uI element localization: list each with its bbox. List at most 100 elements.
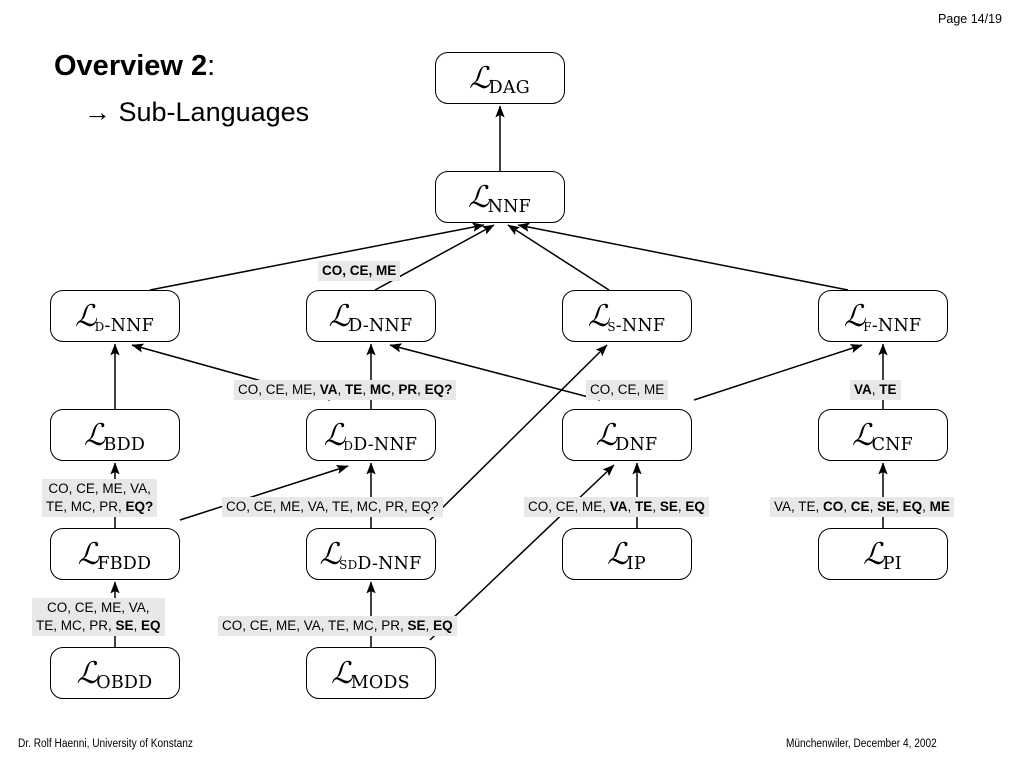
node-label: ℒBDD [83,418,146,454]
label-token: , [417,382,425,397]
page-title: Overview 2: [54,50,674,83]
label-sdDNNF-dDNNF: CO, CE, ME, VA, TE, MC, PR, EQ? [222,497,443,518]
node-label: ℒCNF [851,418,914,454]
label-token-emphasized: VA [854,382,872,397]
node-mods[interactable]: ℒMODS [306,647,436,699]
script-l-glyph: ℒ [83,418,106,453]
script-l-glyph: ℒ [469,61,491,96]
node-bdd[interactable]: ℒBDD [50,409,180,461]
node-dnf[interactable]: ℒDNF [562,409,692,461]
script-l-glyph: ℒ [468,180,490,215]
label-token-emphasized: CO, CE, ME [322,263,397,278]
label-token: TE, MC, PR, [46,499,126,515]
label-token-emphasized: TE [879,382,897,397]
footer-venue-date: Münchenwiler, December 4, 2002 [786,738,937,750]
node-label: ℒNNF [468,180,532,216]
label-token: CO, CE, ME, VA, [47,600,150,615]
edge-fbdd-dDNNF [179,465,349,521]
edge-mods-dnf [429,464,615,641]
node-label: ℒs-NNF [588,301,667,335]
node-D-NNF[interactable]: ℒD-NNF [306,290,436,342]
label-DNNF-nnf: CO, CE, ME [318,261,401,282]
script-l-glyph: ℒ [851,418,874,453]
page-title-main: Overview 2 [54,50,208,82]
label-token: , [895,499,903,514]
label-token: CO, CE, ME [590,382,665,397]
label-line: CO, CE, ME, VA, [36,599,161,617]
node-dD-NNF[interactable]: ℒdD-NNF [306,409,436,461]
title-block: Overview 2: → Sub-Languages [54,50,674,128]
node-f-nnf[interactable]: ℒf-NNF [818,290,948,342]
label-token: , [871,382,880,397]
script-l-glyph: ℒ [843,299,866,334]
node-pi[interactable]: ℒPI [818,528,948,580]
label-token-emphasized: EQ? [125,499,154,515]
footer: Dr. Rolf Haenni, University of Konstanz … [0,738,1024,758]
node-label: ℒDAG [469,61,531,97]
node-label: ℒd-NNF [75,299,155,335]
label-token-emphasized: EQ [685,499,705,514]
node-label: ℒFBDD [77,537,152,573]
label-token-emphasized: MC [369,382,391,397]
script-l-glyph: ℒ [328,299,351,334]
label-token: CO, CE, ME, VA, TE, MC, PR, EQ? [226,499,439,514]
label-token-emphasized: CO [823,499,844,514]
node-fbdd[interactable]: ℒFBDD [50,528,180,580]
node-label: ℒsdD-NNF [319,537,423,573]
label-token-emphasized: VA [609,499,628,514]
label-token-emphasized: VA [319,382,338,397]
script-l-glyph: ℒ [76,656,99,691]
script-l-glyph: ℒ [75,299,97,334]
label-dnf-DNNF: CO, CE, ME [586,380,669,401]
node-subscript: MODS [350,673,410,693]
node-nnf[interactable]: ℒNNF [435,171,565,223]
page-subtitle: → Sub-Languages [84,97,310,128]
node-subscript: CNF [871,435,914,455]
node-subscript: sdD-NNF [339,554,422,574]
page-title-colon: : [207,50,216,82]
script-l-glyph: ℒ [595,418,618,453]
edge-sdDNNF-snnf [429,344,608,521]
label-token-emphasized: EQ [433,618,453,633]
node-s-nnf[interactable]: ℒs-NNF [562,290,692,342]
edge-snnf-nnf [507,224,610,291]
label-token: , [362,382,370,397]
label-token: , [627,499,636,514]
node-subscript: f-NNF [863,316,922,336]
node-obdd[interactable]: ℒOBDD [50,647,180,699]
node-label: ℒOBDD [76,656,154,692]
label-cnf-fnnf: VA, TE [850,380,901,401]
edge-dnf-DNNF [389,343,601,401]
label-token: , [922,499,930,514]
label-token: , [869,499,878,514]
node-cnf[interactable]: ℒCNF [818,409,948,461]
node-subscript: BDD [103,435,146,455]
script-l-glyph: ℒ [77,537,100,572]
label-token: , [133,618,142,634]
label-line: TE, MC, PR, SE, EQ [36,617,161,635]
label-token-emphasized: TE [345,382,363,397]
label-token: , [677,499,686,514]
script-l-glyph: ℒ [607,537,629,572]
node-label: ℒf-NNF [843,299,923,335]
label-token: , [843,499,851,514]
label-token-emphasized: PR [398,382,418,397]
node-subscript: s-NNF [607,316,666,336]
node-label: ℒdD-NNF [324,420,418,454]
script-l-glyph: ℒ [319,537,342,572]
node-dag[interactable]: ℒDAG [435,52,565,104]
node-label: ℒMODS [331,658,411,692]
node-d-nnf[interactable]: ℒd-NNF [50,290,180,342]
node-ip[interactable]: ℒIP [562,528,692,580]
node-label: ℒIP [607,537,647,573]
node-subscript: D-NNF [348,316,413,336]
node-sdD-NNF[interactable]: ℒsdD-NNF [306,528,436,580]
node-subscript: dD-NNF [343,435,418,455]
edge-dnnf-nnf [149,222,485,291]
label-token-emphasized: SE [877,499,896,514]
node-subscript: IP [626,554,646,574]
node-subscript: DNF [615,435,658,455]
node-subscript: FBDD [97,554,152,574]
node-subscript: DAG [488,78,530,98]
